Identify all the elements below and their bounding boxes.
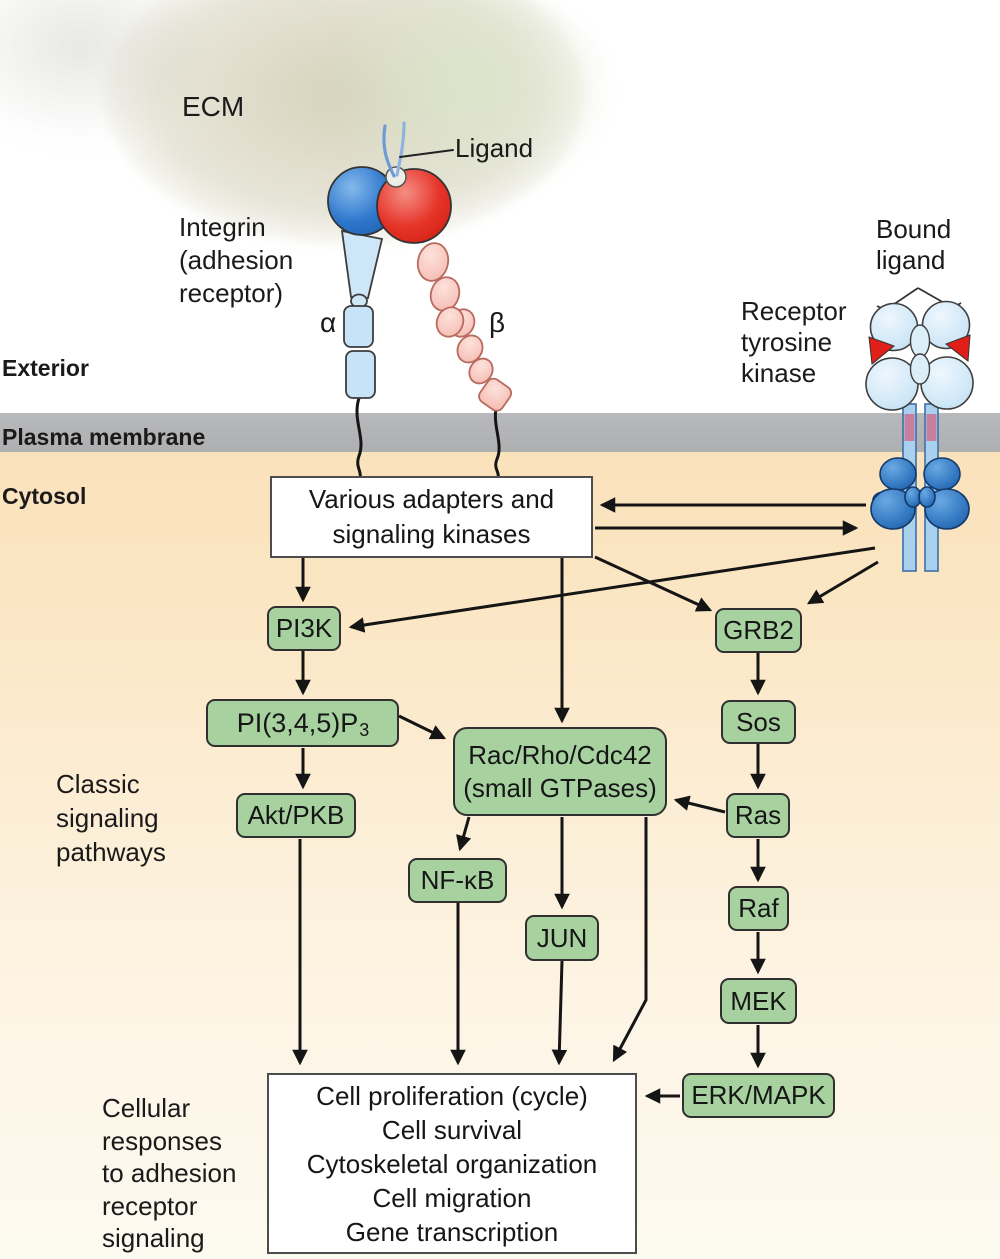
integrin-molecule (327, 121, 513, 480)
cellular-responses-label: Cellular responses to adhesion receptor … (102, 1093, 237, 1253)
integrin-beta-label: β (489, 307, 506, 338)
rtk-center-domain-lower (909, 353, 931, 385)
plasma-membrane-label: Plasma membrane (2, 424, 206, 450)
integrin-alpha-stalk (340, 229, 384, 299)
rtk-ligand-red-left (868, 336, 895, 365)
arrow-rac-to-nfkb (456, 816, 472, 852)
node-jun: JUN (525, 915, 599, 961)
exterior-label: Exterior (2, 355, 89, 381)
arrow-jun-to-responses (551, 960, 568, 1066)
integrin-alpha-tail (355, 396, 363, 480)
node-pi3k: PI3K (267, 606, 341, 651)
integrin-alpha-segment-1 (343, 305, 374, 348)
classic-pathways-label: Classic signaling pathways (56, 769, 166, 867)
arrow-rtk-to-pi3k (348, 546, 876, 633)
rtk-transmembrane-left (904, 414, 915, 441)
rtk-ectodomain (865, 300, 974, 411)
ecm-matrix-blob-green (320, 0, 610, 200)
ligand-strand-1 (382, 124, 396, 178)
ligand-binding-pocket (385, 166, 407, 188)
ligand-strand-2 (395, 121, 406, 177)
adapters-box: Various adapters and signaling kinases (270, 476, 593, 558)
node-erk-mapk: ERK/MAPK (682, 1073, 835, 1118)
integrin-alpha-label: α (320, 307, 337, 338)
rtk-label: Receptor tyrosine kinase (741, 296, 847, 388)
node-sos: Sos (721, 700, 796, 744)
integrin-label: Integrin (adhesion receptor) (179, 212, 294, 308)
node-rac-rho-cdc42: Rac/Rho/Cdc42 (small GTPases) (453, 727, 667, 816)
arrow-rac-right-to-responses (612, 817, 648, 1063)
arrow-rtk-to-grb2 (806, 560, 879, 605)
bound-ligand-label: Bound ligand (876, 214, 952, 275)
ligand-pointer-line (399, 149, 454, 158)
node-nfkb: NF-κB (408, 858, 507, 903)
ligand-label: Ligand (455, 133, 534, 163)
node-akt-pkb: Akt/PKB (236, 793, 356, 838)
integrin-alpha-segment-2 (345, 350, 376, 399)
node-raf: Raf (728, 886, 789, 931)
arrow-pip3-to-rac (398, 714, 447, 740)
rtk-molecule (865, 287, 974, 572)
integrin-beta-chain (416, 242, 513, 412)
rtk-transmembrane-right (926, 414, 937, 441)
cytosol-label: Cytosol (2, 483, 87, 509)
ecm-label: ECM (182, 91, 245, 122)
responses-box: Cell proliferation (cycle) Cell survival… (267, 1073, 637, 1254)
arrow-ras-to-rac (673, 795, 726, 814)
node-mek: MEK (720, 978, 797, 1024)
pathway-arrows (292, 497, 879, 1104)
node-ras: Ras (726, 793, 790, 838)
rtk-ligand-red-right (944, 334, 971, 362)
integrin-beta-tail (493, 401, 501, 480)
arrow-adapters-to-grb2 (594, 555, 713, 612)
node-grb2: GRB2 (715, 608, 802, 653)
rtk-center-domain-upper (909, 324, 931, 358)
rtk-kinase-domain (870, 457, 970, 530)
